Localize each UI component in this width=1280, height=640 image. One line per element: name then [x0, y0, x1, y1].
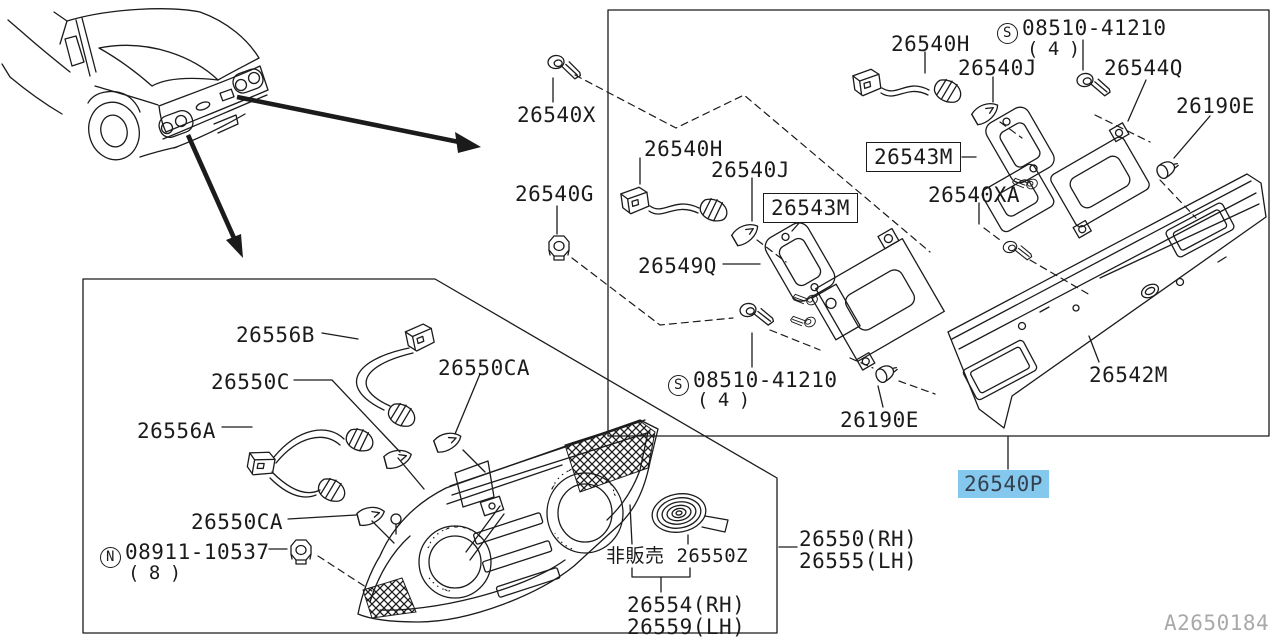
label-26540P[interactable]: 26540P — [958, 470, 1049, 499]
screw-26540xa — [1000, 238, 1033, 261]
harness-26556a — [245, 424, 378, 506]
label-n-nut-qty: ( 8 ) — [128, 562, 181, 584]
housing-26544q — [981, 122, 1150, 239]
grommet-26190e-mid — [872, 360, 901, 385]
label-26540X: 26540X — [517, 103, 596, 127]
screw-08510-mid — [737, 300, 776, 326]
circled-s-icon: S — [668, 375, 689, 396]
bulb-26540j-top — [969, 97, 1003, 127]
label-s-screw-mid-text: 08510-41210 — [693, 368, 838, 392]
label-26556B: 26556B — [236, 323, 315, 347]
label-26542M: 26542M — [1089, 363, 1168, 387]
lower-detail-box — [82, 278, 778, 634]
label-26543M-mid: 26543M — [763, 193, 858, 224]
label-26550-rh: 26550(RH) — [799, 527, 918, 551]
label-26190E-right: 26190E — [1176, 94, 1255, 118]
screw-26540x — [544, 51, 584, 81]
pointer-arrows — [185, 94, 481, 258]
nut-26540g — [548, 235, 570, 261]
bracket-26549q — [789, 227, 945, 371]
label-26540J-mid: 26540J — [711, 158, 790, 182]
label-26550C: 26550C — [211, 370, 290, 394]
gasket-26543m-mid — [764, 222, 836, 302]
label-26550CA-lower: 26550CA — [191, 510, 284, 534]
grommet-26190e-right — [1153, 156, 1182, 181]
circled-s-icon: S — [997, 23, 1018, 44]
label-26559-lh: 26559(LH) — [627, 615, 746, 639]
spiral-gasket-26550z — [651, 493, 729, 533]
label-26556A: 26556A — [137, 419, 216, 443]
label-26540XA: 26540XA — [928, 183, 1021, 207]
label-s-screw-top-qty: ( 4 ) — [1027, 38, 1080, 60]
label-26544Q: 26544Q — [1104, 56, 1183, 80]
label-26190E-mid: 26190E — [840, 408, 919, 432]
harness-26540h-mid — [619, 185, 732, 226]
diagram-id: A2650184 — [1164, 611, 1270, 635]
label-26540H-mid: 26540H — [644, 137, 723, 161]
bulb-26540j-mid — [729, 218, 763, 248]
assembly-dashed-lines — [317, 74, 1197, 592]
label-26540H-top: 26540H — [891, 32, 970, 56]
car-sketch — [1, 8, 269, 161]
panel-26542m — [947, 173, 1267, 429]
bulb-26550ca-lower — [355, 503, 388, 528]
label-26540G: 26540G — [515, 182, 594, 206]
label-n-nut-text: 08911-10537 — [125, 540, 270, 564]
harness-26540h-top — [851, 67, 966, 107]
label-26549Q: 26549Q — [638, 254, 717, 278]
tail-lamp-assembly — [357, 419, 659, 623]
circled-n-icon: N — [100, 547, 121, 568]
leader-lines — [221, 39, 1211, 593]
label-26555-lh: 26555(LH) — [799, 549, 918, 573]
label-s-screw-top-text: 08510-41210 — [1022, 16, 1167, 40]
label-26554-rh: 26554(RH) — [627, 593, 746, 617]
label-s-screw-mid-qty: ( 4 ) — [697, 389, 750, 411]
label-26543M-top: 26543M — [866, 142, 961, 173]
label-26550CA-upper: 26550CA — [438, 356, 531, 380]
bulb-26550ca-upper — [432, 428, 465, 455]
nut-08911 — [290, 539, 312, 565]
upper-detail-box — [607, 9, 1270, 437]
label-26540J-top: 26540J — [958, 56, 1037, 80]
gasket-26543m-top — [985, 106, 1055, 184]
harness-26556b — [355, 321, 436, 431]
label-26550Z: 非販売 26550Z — [606, 545, 749, 567]
